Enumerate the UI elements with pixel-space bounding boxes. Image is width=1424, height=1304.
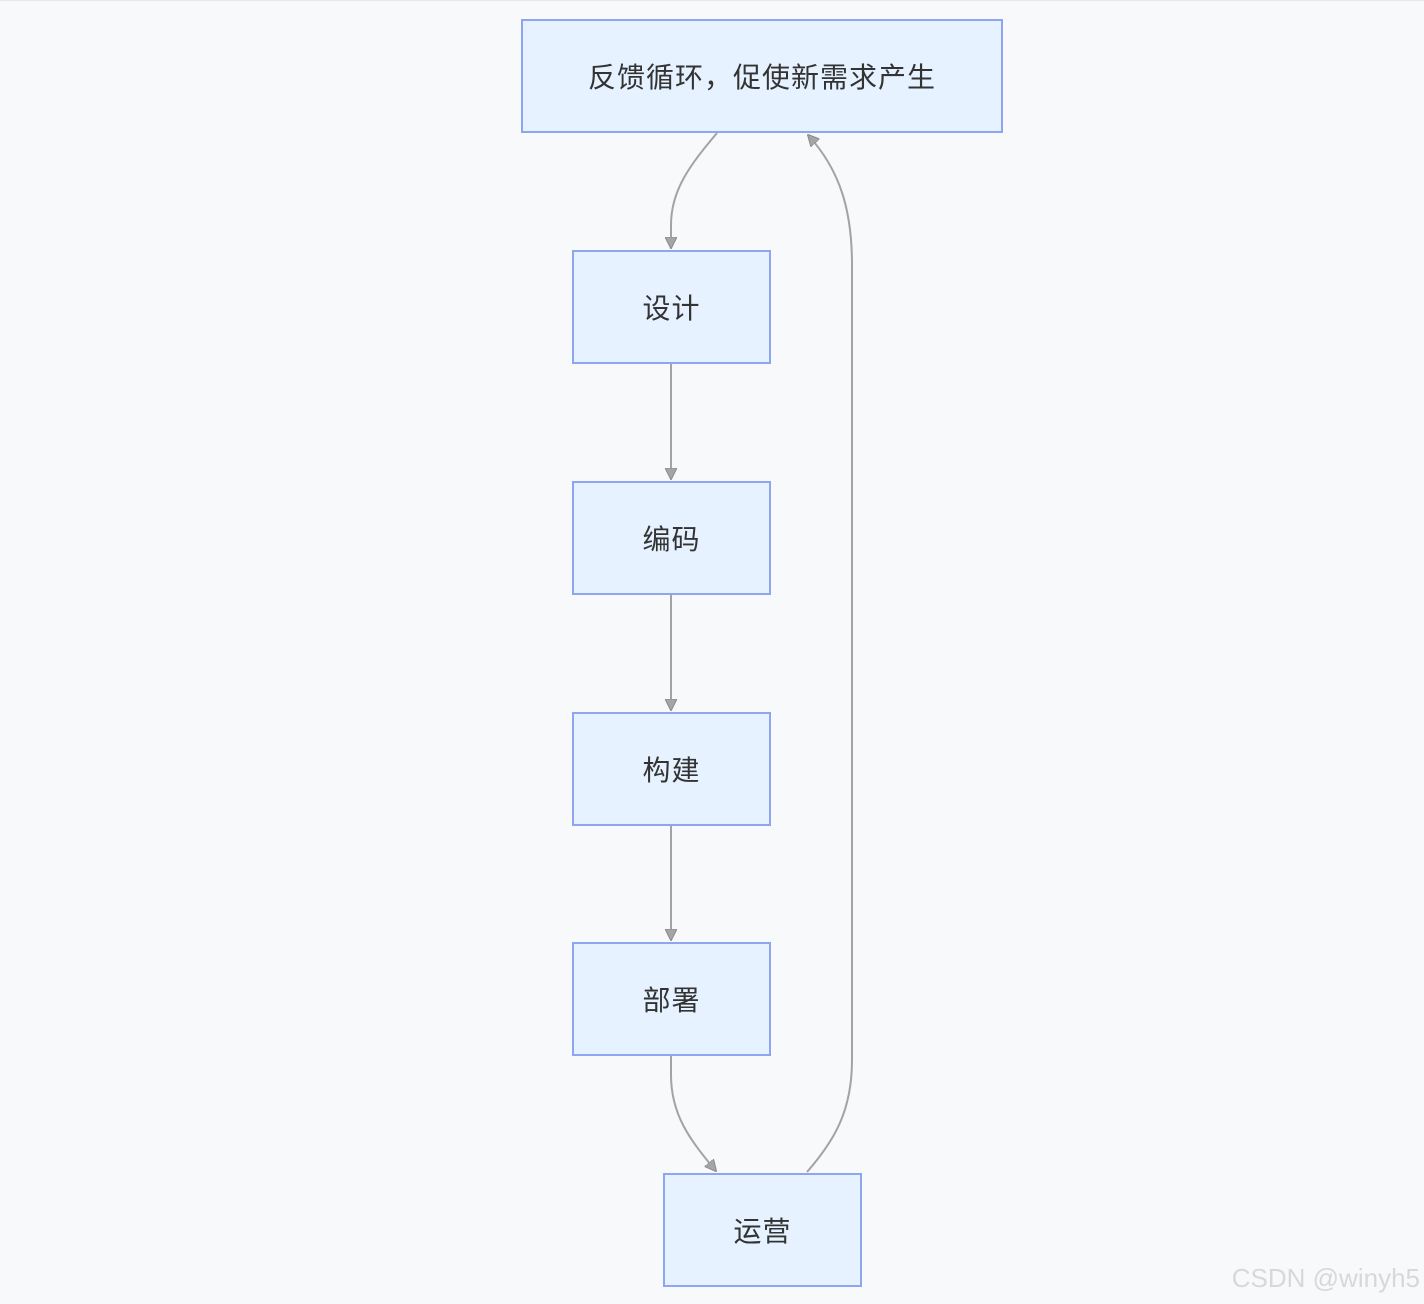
node-design-label: 设计	[642, 292, 701, 325]
edge-operate-to-feedback	[806, 135, 853, 1173]
node-build-label: 构建	[642, 754, 701, 787]
edge-feedback-to-design	[671, 132, 718, 248]
node-operate-label: 运营	[733, 1215, 792, 1248]
node-deploy-label: 部署	[642, 984, 701, 1017]
node-feedback-loop: 反馈循环，促使新需求产生	[521, 19, 1003, 133]
edge-deploy-to-operate	[670, 1056, 716, 1171]
node-coding: 编码	[572, 481, 771, 595]
top-border	[0, 0, 1424, 1]
node-design: 设计	[572, 250, 771, 364]
watermark: CSDN @winyh5	[1231, 1263, 1420, 1293]
node-operate: 运营	[663, 1173, 862, 1287]
node-deploy: 部署	[572, 942, 771, 1056]
node-feedback-loop-label: 反馈循环，促使新需求产生	[587, 61, 936, 94]
node-build: 构建	[572, 712, 771, 826]
node-coding-label: 编码	[642, 523, 701, 556]
